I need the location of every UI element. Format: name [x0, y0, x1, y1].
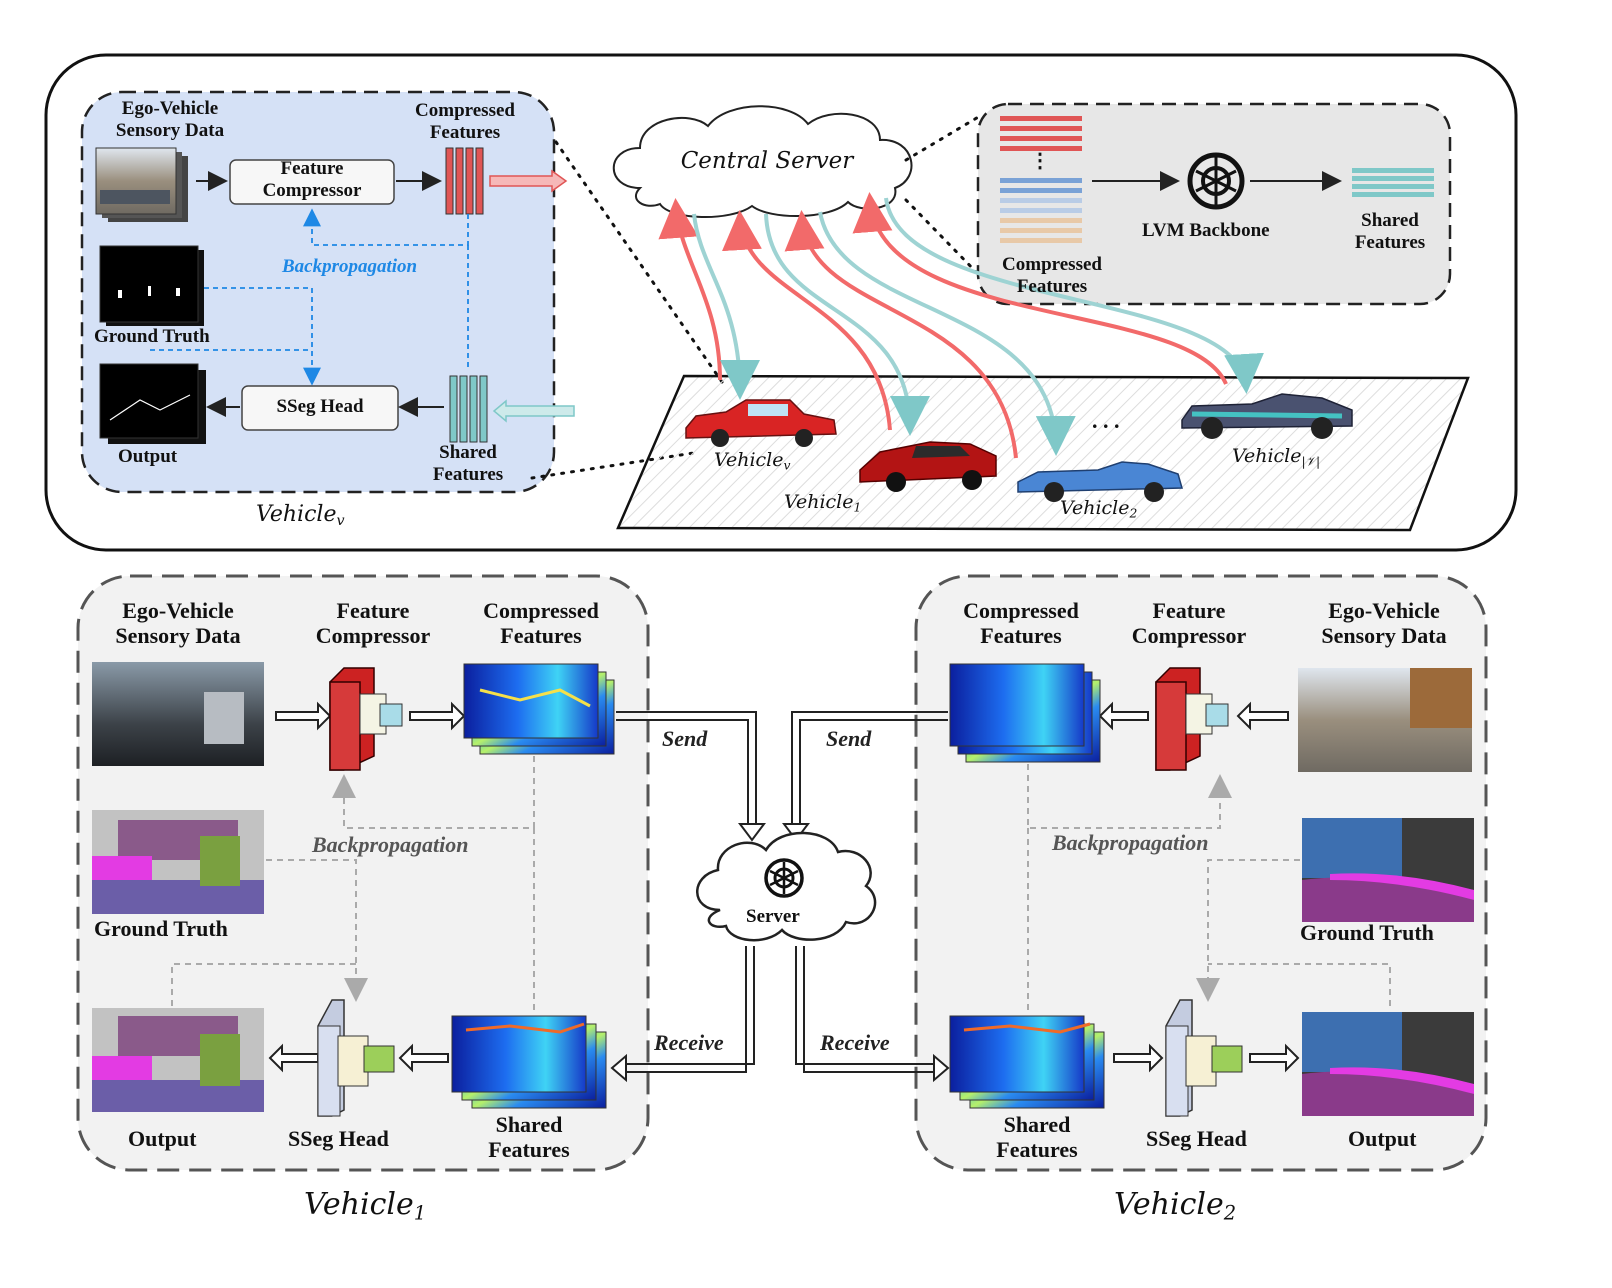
top-feature-compressor-label: Feature Compressor	[262, 158, 362, 201]
left-backprop-label: Backpropagation	[312, 832, 469, 857]
right-compressed-heatmap	[949, 663, 1101, 763]
right-compressor-block	[1155, 667, 1229, 771]
left-sseg-head-label: SSeg Head	[288, 1126, 389, 1151]
car-vehicle-v	[685, 399, 837, 447]
send-left-label: Send	[662, 726, 708, 751]
top-sseg-head-label: SSeg Head	[276, 396, 364, 417]
receive-right-label: Receive	[820, 1030, 890, 1055]
left-feature-compressor-label: Feature Compressor	[315, 598, 431, 649]
output-image-stack	[99, 363, 206, 444]
left-shared-heatmap	[451, 1015, 607, 1109]
right-feature-compressor-label: Feature Compressor	[1131, 598, 1247, 649]
left-compressed-heatmap	[463, 663, 615, 755]
top-backprop-label: Backpropagation	[282, 256, 418, 277]
right-backprop-label: Backpropagation	[1052, 830, 1209, 855]
vehicle-2-caption: Vehicle2	[1060, 497, 1138, 521]
server-label: Server	[746, 906, 800, 927]
right-vehicle-caption: Vehicle2	[1114, 1187, 1237, 1225]
left-compressed-features-label: Compressed Features	[483, 598, 599, 649]
send-receive-paths	[610, 711, 950, 1083]
left-output-label: Output	[128, 1126, 197, 1151]
left-shared-features-label: Shared Features	[488, 1112, 570, 1163]
right-output-label: Output	[1348, 1126, 1417, 1151]
left-ground-truth-label: Ground Truth	[94, 916, 228, 941]
compressed-feature-bars	[445, 147, 484, 215]
ego-sensory-image-stack	[95, 147, 188, 222]
right-ground-truth-label: Ground Truth	[1300, 920, 1434, 945]
car-vehicle-2	[1017, 461, 1183, 502]
server-icon	[764, 858, 804, 898]
left-ego-sensory-label: Ego-Vehicle Sensory Data	[115, 598, 241, 649]
server-dots: ⋮	[1030, 150, 1050, 172]
top-vehicle-v-caption: Vehiclev	[256, 502, 345, 530]
server-shared-stack	[1352, 168, 1434, 197]
feature-compressor-box	[229, 159, 395, 205]
right-compressed-features-label: Compressed Features	[963, 598, 1079, 649]
right-shared-features-label: Shared Features	[996, 1112, 1078, 1163]
server-compressed-stack	[1000, 116, 1082, 243]
lvm-backbone-label: LVM Backbone	[1142, 220, 1270, 241]
server-panel	[976, 102, 1452, 306]
car-vehicle-V	[1181, 393, 1353, 439]
top-frame	[44, 53, 1518, 552]
top-ground-truth-label: Ground Truth	[94, 326, 210, 347]
server-shared-label: Shared Features	[1354, 210, 1426, 253]
server-compressed-label: Compressed Features	[1002, 254, 1102, 297]
right-shared-heatmap	[949, 1015, 1105, 1109]
vehicles-ellipsis: . . .	[1092, 408, 1120, 433]
right-sseg-head-block	[1165, 999, 1243, 1117]
central-server-label: Central Server	[680, 148, 854, 174]
right-ego-sensory-label: Ego-Vehicle Sensory Data	[1321, 598, 1447, 649]
right-sseg-head-label: SSeg Head	[1146, 1126, 1247, 1151]
vehicle-1-caption: Vehicle1	[784, 491, 862, 515]
top-shared-features-label: Shared Features	[432, 442, 504, 485]
left-vehicle-caption: Vehicle1	[304, 1187, 427, 1225]
vehicle-v-caption: Vehiclev	[714, 449, 791, 473]
left-compressor-block	[329, 667, 403, 771]
lvm-backbone-icon	[1187, 152, 1245, 210]
shared-feature-bars	[449, 375, 488, 443]
car-vehicle-1	[859, 441, 997, 492]
vehicle-V-caption: Vehicle|𝒱|	[1232, 445, 1321, 469]
send-right-label: Send	[826, 726, 872, 751]
top-output-label: Output	[118, 446, 178, 467]
receive-left-label: Receive	[654, 1030, 724, 1055]
ground-truth-image-stack	[99, 245, 204, 326]
top-ego-sensory-label: Ego-Vehicle Sensory Data	[115, 98, 225, 141]
top-compressed-features-label: Compressed Features	[415, 100, 515, 143]
communication-arrows	[658, 192, 1264, 459]
left-sseg-head-block	[317, 999, 395, 1117]
